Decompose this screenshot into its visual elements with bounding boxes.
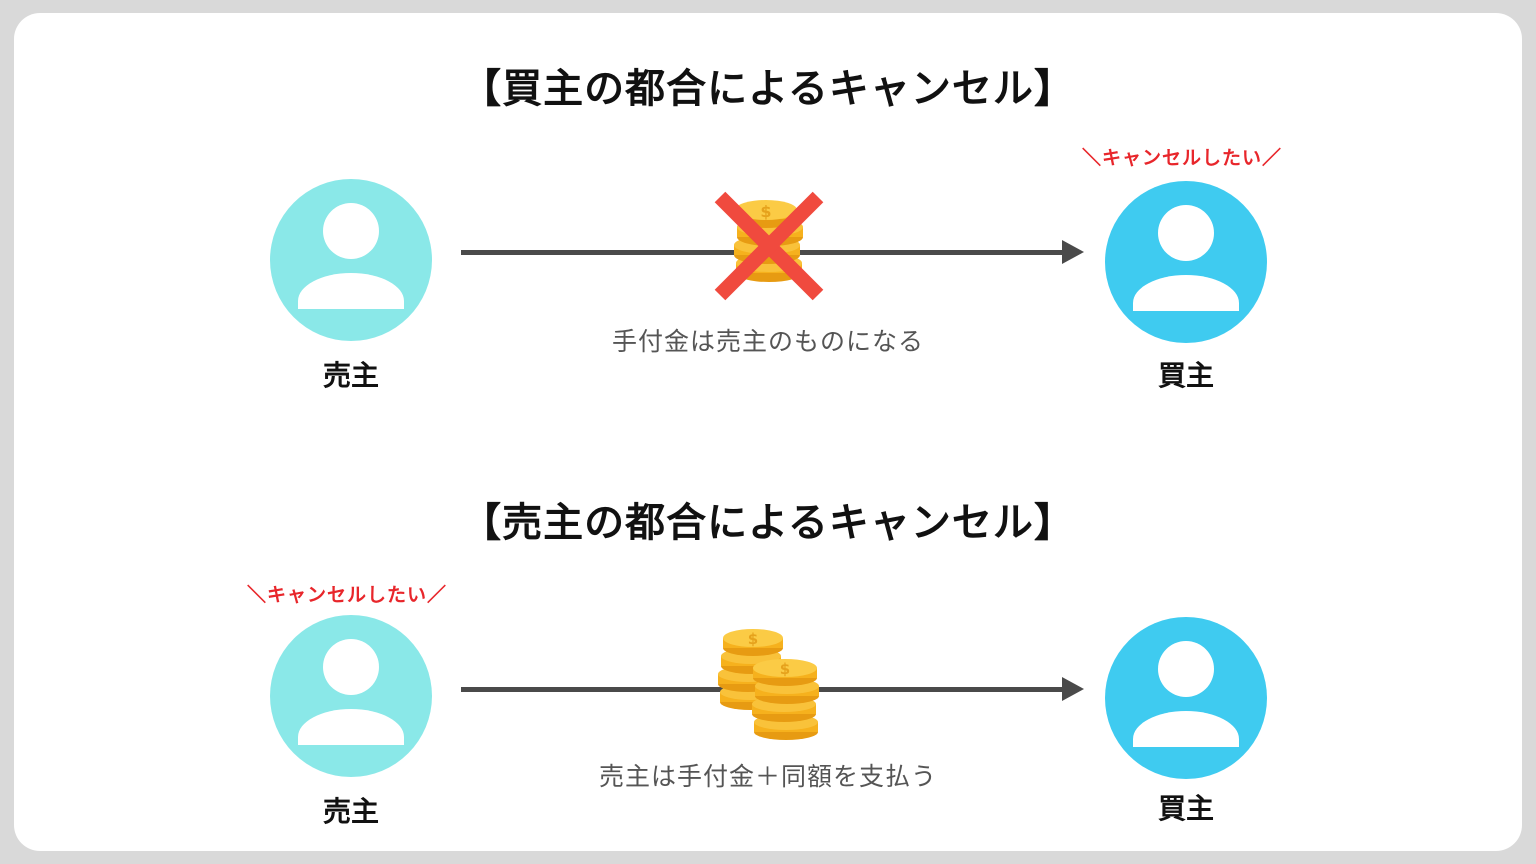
buyer-label: 買主 bbox=[1157, 359, 1214, 392]
arrow-head-icon bbox=[1062, 240, 1084, 264]
coin-stack-icon: $ bbox=[752, 659, 819, 740]
svg-text:$: $ bbox=[748, 630, 758, 648]
seller-avatar bbox=[270, 179, 432, 341]
person-body-icon bbox=[298, 273, 404, 309]
double-coins-icon: $ $ bbox=[718, 629, 819, 740]
seller-avatar bbox=[270, 615, 432, 777]
seller-label: 売主 bbox=[322, 359, 379, 392]
buyer-avatar bbox=[1105, 181, 1267, 343]
want-cancel-label-seller: ＼キャンセルしたい／ bbox=[247, 584, 448, 606]
caption-seller-pays-double: 売主は手付金＋同額を支払う bbox=[598, 762, 937, 791]
person-head-icon bbox=[1158, 641, 1214, 697]
caption-deposit-to-seller: 手付金は売主のものになる bbox=[611, 327, 924, 356]
seller-label: 売主 bbox=[322, 795, 379, 828]
person-body-icon bbox=[1133, 275, 1239, 311]
person-body-icon bbox=[298, 709, 404, 745]
coins-crossed-icon: $ bbox=[714, 191, 824, 301]
person-head-icon bbox=[323, 203, 379, 259]
cross-icon bbox=[714, 191, 824, 301]
svg-text:$: $ bbox=[760, 202, 771, 221]
section-title-buyer-cancel: 【買主の都合によるキャンセル】 bbox=[461, 66, 1075, 112]
svg-text:$: $ bbox=[780, 660, 790, 678]
want-cancel-label-buyer: ＼キャンセルしたい／ bbox=[1082, 147, 1283, 169]
section-title-seller-cancel: 【売主の都合によるキャンセル】 bbox=[461, 500, 1075, 546]
person-body-icon bbox=[1133, 711, 1239, 747]
buyer-label: 買主 bbox=[1157, 792, 1214, 825]
person-head-icon bbox=[1158, 205, 1214, 261]
person-head-icon bbox=[323, 639, 379, 695]
buyer-avatar bbox=[1105, 617, 1267, 779]
arrow-head-icon bbox=[1062, 677, 1084, 701]
